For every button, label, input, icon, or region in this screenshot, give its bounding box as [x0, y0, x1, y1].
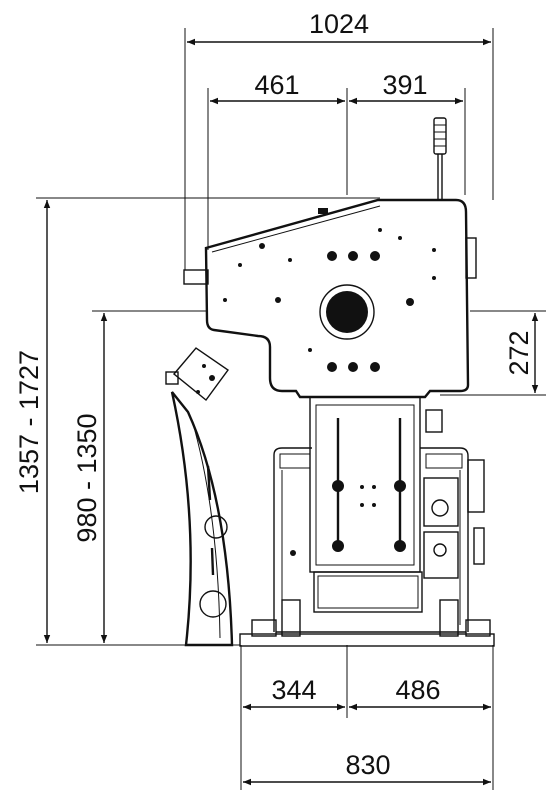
dim-base-left: 344: [271, 675, 316, 705]
machine-head: [183, 117, 477, 399]
control-stand: [165, 347, 234, 647]
machine-column: [309, 396, 423, 613]
dim-right-height: 272: [504, 330, 534, 375]
dim-base-width: 830: [345, 750, 390, 780]
dim-base-right: 486: [395, 675, 440, 705]
dim-upper-right: 391: [382, 70, 427, 100]
dim-overall-height: 1357 - 1727: [14, 350, 44, 494]
dimension-lines: [36, 28, 546, 790]
dim-table-height: 980 - 1350: [72, 413, 102, 542]
dim-overall-width: 1024: [309, 9, 369, 39]
dim-upper-left: 461: [254, 70, 299, 100]
machine-base: [239, 409, 495, 647]
